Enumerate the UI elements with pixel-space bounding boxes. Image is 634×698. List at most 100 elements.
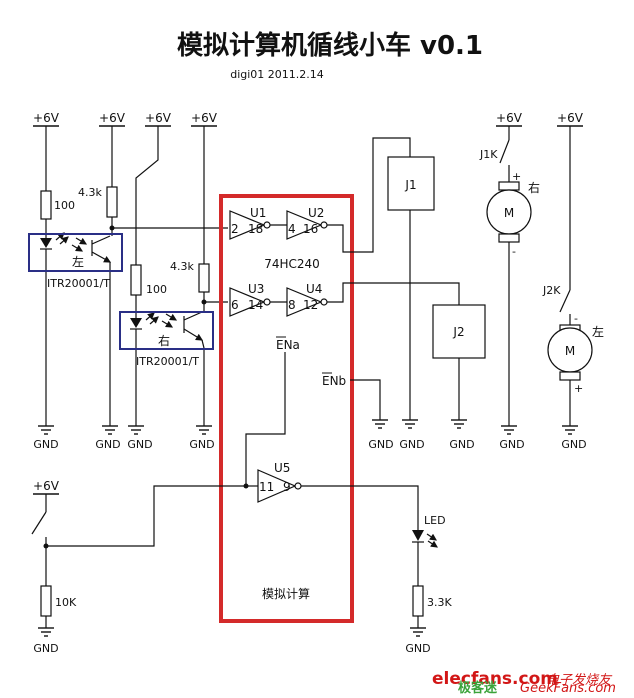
motor-symbol: M	[504, 206, 514, 220]
rail-top-6: +6V	[556, 111, 584, 127]
sensor-label-right: 右	[158, 333, 170, 348]
gate-label: U5	[274, 461, 290, 475]
pin-label: 14	[248, 298, 263, 312]
rail-top-4: +6V	[190, 111, 218, 127]
pin-label: 4	[288, 222, 296, 236]
gnd-label: GND	[561, 438, 586, 451]
motor-plus: +	[574, 382, 583, 395]
gate-u2: U2 4 16	[286, 137, 411, 253]
gnd-label: GND	[33, 438, 58, 451]
resistor-pull-right	[198, 263, 210, 293]
gate-u1: U1 2 18	[229, 206, 287, 240]
led-label: LED	[424, 514, 446, 527]
photo-led-icon	[130, 318, 142, 328]
resistor-label: 4.3k	[78, 186, 102, 199]
gate-u4: U4 8 12	[286, 282, 460, 317]
gnd-label: GND	[95, 438, 120, 451]
motor-plus: +	[512, 170, 521, 183]
led-icon	[412, 530, 424, 541]
motor-right-circuit: J1K + 右 M - GND	[479, 126, 540, 451]
resistor-label: 100	[54, 199, 75, 212]
sensor-part-right: ITR20001/T	[136, 355, 199, 368]
page-title: 模拟计算机循线小车 v0.1	[177, 30, 483, 61]
gnd-label: GND	[449, 438, 474, 451]
gate-label: U1	[250, 206, 266, 220]
gnd-label: GND	[499, 438, 524, 451]
watermark-cn2: 极客迷	[458, 680, 498, 696]
gate-label: U2	[308, 206, 324, 220]
pin-label: 2	[231, 222, 239, 236]
gnd-label: GND	[33, 642, 58, 655]
watermark-en: GeekFans.com	[520, 681, 616, 696]
pin-label: 12	[303, 298, 318, 312]
rail-label: +6V	[33, 111, 60, 125]
rail-label: +6V	[145, 111, 172, 125]
motor-left-circuit: J2K - 左 M + GND	[542, 126, 604, 451]
sensor-box-left	[28, 233, 123, 272]
gnd-label: GND	[127, 438, 152, 451]
gnd-right-2: GND	[189, 420, 215, 451]
led-circuit: LED 3.3K GND	[405, 514, 452, 655]
pin-label: 6	[231, 298, 239, 312]
gate-label: U3	[248, 282, 264, 296]
resistor-led-left	[40, 190, 52, 220]
resistor-10k	[40, 585, 52, 617]
connector-label: J2	[452, 325, 464, 339]
ic-part: 74HC240	[264, 257, 320, 271]
relay-contact-j1k	[499, 139, 510, 164]
rail-top-3: +6V	[144, 111, 172, 127]
motor-minus: -	[574, 312, 578, 325]
gnd-enb: GND	[368, 419, 394, 451]
resistor-label: 4.3k	[170, 260, 194, 273]
sensor-label-left: 左	[72, 254, 84, 269]
rail-label: +6V	[33, 479, 60, 493]
pin-label: 18	[248, 222, 263, 236]
motor-label-left: 左	[592, 324, 604, 339]
gnd-right-1: GND	[127, 420, 153, 451]
switch-circuit: +6V 10K GND	[31, 479, 246, 655]
page-subtitle: digi01 2011.2.14	[230, 68, 324, 81]
gate-u5: U5 11 9	[243, 352, 419, 530]
left-sensor-circuit: 100 4.3k 左 ITR20001/T	[28, 126, 228, 420]
motor-minus: -	[512, 245, 516, 258]
watermark-site: elecfans.com	[432, 669, 558, 689]
enable-a-label: ENa	[276, 338, 300, 352]
rail-top-1: +6V	[32, 111, 60, 127]
relay-contact-j2k	[559, 289, 571, 313]
watermark-cn: 电子发烧友	[546, 673, 613, 688]
gnd-label: GND	[189, 438, 214, 451]
gnd-left-2: GND	[95, 420, 121, 451]
rail-label: +6V	[557, 111, 584, 125]
motor-label-right: 右	[528, 180, 540, 195]
pin-label: 9	[283, 480, 291, 494]
resistor-led-right	[130, 264, 142, 296]
rail-label: +6V	[496, 111, 523, 125]
pin-label: 11	[259, 480, 274, 494]
watermark: elecfans.com 电子发烧友 极客迷 GeekFans.com	[432, 669, 616, 696]
block-label: 模拟计算	[262, 586, 310, 601]
resistor-3k3	[412, 585, 424, 617]
gnd-left-1: GND	[33, 420, 59, 451]
pin-label: 16	[303, 222, 318, 236]
rail-label: +6V	[191, 111, 218, 125]
pin-label: 8	[288, 298, 296, 312]
resistor-label: 100	[146, 283, 167, 296]
analog-compute-block	[219, 194, 354, 623]
rail-top-5: +6V	[495, 111, 523, 127]
sensor-box-right	[119, 311, 214, 350]
enable-b-label: ENb	[322, 374, 346, 388]
gnd-label: GND	[405, 642, 430, 655]
sensor-part-left: ITR20001/T	[47, 277, 110, 290]
gate-u3: U3 6 14	[229, 282, 287, 317]
motor-symbol: M	[565, 344, 575, 358]
relay-label: J1K	[479, 148, 498, 161]
connector-j1	[387, 156, 435, 211]
gnd-j1: GND	[399, 419, 425, 451]
photo-led-icon	[40, 238, 52, 248]
resistor-label: 10K	[55, 596, 77, 609]
gnd-j2: GND	[449, 419, 475, 451]
rail-label: +6V	[99, 111, 126, 125]
resistor-pull-left	[106, 186, 118, 218]
relay-label: J2K	[542, 284, 561, 297]
